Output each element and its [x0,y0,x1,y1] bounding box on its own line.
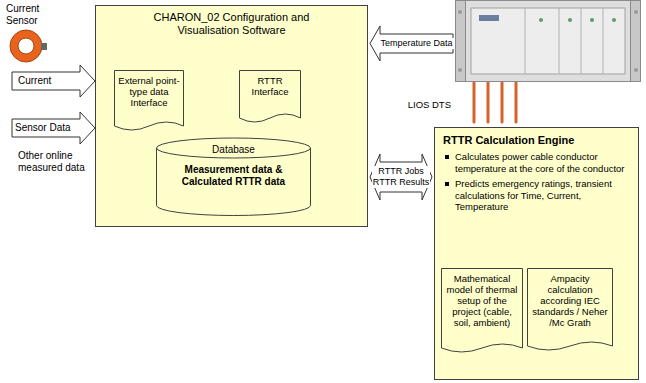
label-box: Sensor Data [15,122,77,134]
text-area: DatabaseMeasurement data & Calculated RT… [156,138,311,200]
block-arrow [370,26,453,61]
text-row: RTTR Interface [243,75,297,97]
text-row: Database [162,144,305,156]
text-row: Predicts emergency ratings, transient ca… [443,178,630,213]
node-heading: Mathematical model of thermal setup of t… [445,273,519,328]
text-area: External point-type data Interface [114,70,184,124]
text-area: RTTR Interface [239,70,301,113]
text-row: External point-type data Interface [118,75,180,108]
text-area: CHARON_02 Configuration and Visualisatio… [96,6,367,37]
module-divider [603,8,604,74]
text-row: LIOS DTS [385,99,451,110]
node-heading: RTTR Interface [243,75,297,97]
rack-screw [458,10,462,14]
status-led [568,18,572,22]
current-sensor-icon [10,30,47,62]
interface-document: RTTR Interface [239,70,301,128]
device-picture [455,0,641,82]
bullet-mark [445,182,449,186]
cylinder-body [157,138,311,216]
node-body-text: Predicts emergency ratings, transient ca… [455,178,630,213]
document-shape [528,269,613,351]
text-row: CHARON_02 Configuration and Visualisatio… [104,11,359,37]
edge-label-box: RTTR Jobs RTTR Results [372,166,430,188]
sensor-ring-edge [18,38,34,54]
text-row: Calculates power cable conductor tempera… [443,151,630,174]
status-led [539,18,543,22]
input-arrow [12,65,95,97]
text-area: Mathematical model of thermal setup of t… [441,268,523,344]
engine-panel: RTTR Calculation EngineCalculates power … [434,127,639,380]
device-logo [479,15,499,21]
node-heading: Database [162,144,305,156]
label-box: Current [18,75,76,87]
document-shape [442,269,523,353]
edge-label: Temperature Data [379,38,454,49]
text-row: Measurement data & Calculated RTTR data [162,164,305,188]
text-row: Ampacity calculation according IEC stand… [531,273,609,328]
interface-document: External point-type data Interface [114,70,184,136]
text-area: LIOS DTS [385,99,451,110]
label-box: Current Sensor [6,3,52,27]
arrow-label: Sensor Data [15,122,77,134]
bullet-mark [445,155,449,159]
node-heading: RTTR Calculation Engine [443,134,630,147]
text-row: RTTR Calculation Engine [443,134,630,147]
node-heading: External point-type data Interface [118,75,180,108]
standard-document: Ampacity calculation according IEC stand… [527,268,613,356]
module-divider [525,8,526,74]
node-heading: LIOS DTS [385,99,451,110]
node-heading: CHARON_02 Configuration and Visualisatio… [129,11,334,37]
input-arrow [12,112,95,144]
fiber-cable [515,82,518,122]
rack-screw [634,68,638,72]
rack-ear [631,1,641,82]
fiber-cable [501,82,504,122]
node-heading: Ampacity calculation according IEC stand… [531,273,609,328]
edge-label: RTTR Jobs RTTR Results [372,166,430,188]
module-divider [581,8,582,74]
arrow-label: Current [18,75,76,87]
label-box: Other online measured data [18,150,90,174]
rack-ear [456,1,466,82]
sensor-clip [41,43,47,50]
fiber-cables [474,82,516,122]
text-area: RTTR Calculation EngineCalculates power … [435,128,638,213]
edge-label-box: Temperature Data [379,38,454,49]
status-led [590,18,594,22]
note-text: Other online measured data [18,150,90,174]
node-body-text: Measurement data & Calculated RTTR data [182,164,286,188]
fiber-cable [473,82,476,122]
model-document: Mathematical model of thermal setup of t… [441,268,523,358]
text-row: Mathematical model of thermal setup of t… [445,273,519,328]
front-panel [471,8,625,74]
fiber-cable [487,82,490,122]
document-shape [240,71,301,123]
document-shape [115,71,184,131]
module-divider [559,8,560,74]
device-body [456,1,641,82]
sensor-ring [14,34,38,58]
block-arrow [370,154,432,200]
text-area: Ampacity calculation according IEC stand… [527,268,613,344]
node-body-text: Calculates power cable conductor tempera… [455,151,630,174]
sensor-name: Current Sensor [6,3,52,27]
status-led [612,18,616,22]
rack-screw [458,68,462,72]
rack-screw [634,10,638,14]
dts-device: LIOS DTS [455,0,641,82]
database-cylinder: DatabaseMeasurement data & Calculated RT… [156,138,311,216]
software-panel: CHARON_02 Configuration and Visualisatio… [95,5,368,227]
sensor-ring-edge [10,30,42,62]
